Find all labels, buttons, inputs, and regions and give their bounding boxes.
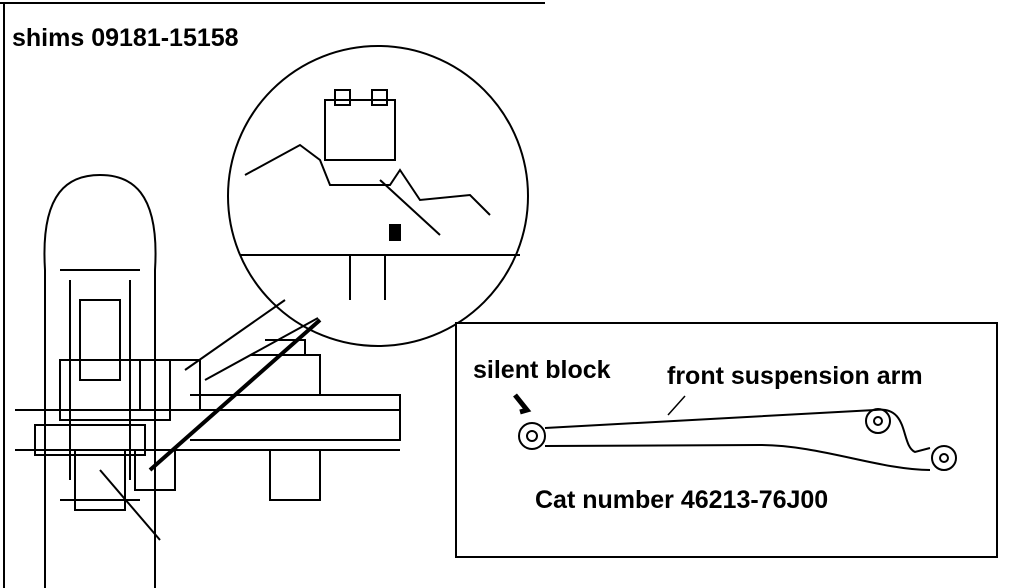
wheel-tire — [43, 173, 157, 588]
front-suspension-arm-label: front suspension arm — [667, 362, 923, 390]
drive-shaft — [148, 318, 401, 501]
hub-assembly — [15, 359, 400, 541]
suspension-arm-inset: silent block front suspension arm Cat nu… — [455, 322, 998, 558]
shims-part-number-label: shims 09181-15158 — [12, 24, 239, 52]
silent-block-label: silent block — [473, 356, 611, 384]
zoom-callout — [184, 45, 529, 381]
catalog-number-label: Cat number 46213-76J00 — [535, 486, 829, 514]
